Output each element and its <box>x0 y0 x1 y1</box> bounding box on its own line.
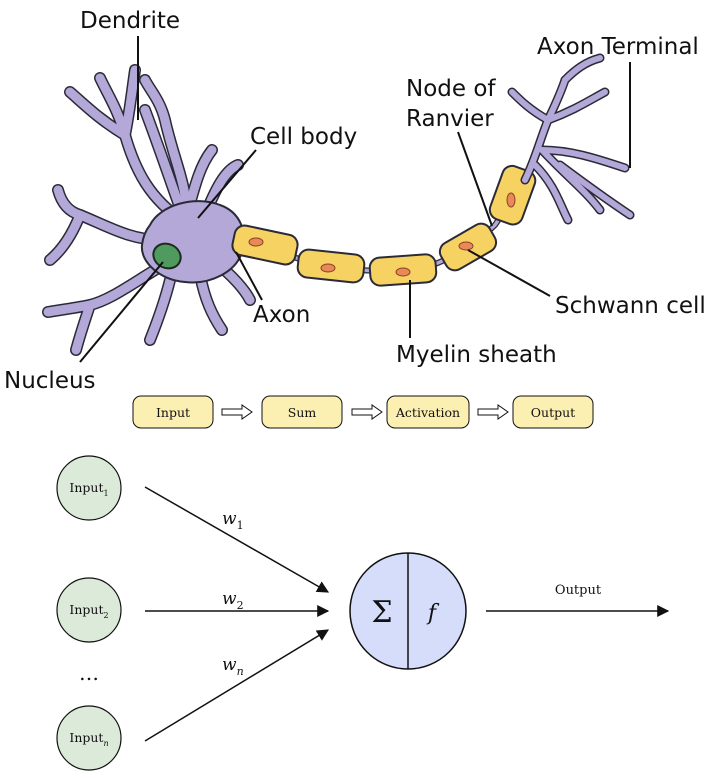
perceptron: Input1 Input2 … Inputn w1 w2 wn <box>56 455 670 771</box>
output-label: Output <box>555 583 602 598</box>
input-node-label: Input <box>69 602 103 617</box>
weight-label-2: w2 <box>222 589 244 612</box>
weight-label-1: w1 <box>222 509 244 532</box>
input-node-label: Input <box>69 480 103 495</box>
axon-terminal-label: Axon Terminal <box>537 34 699 60</box>
flow-step-label: Input <box>156 405 190 420</box>
weight-subscript: 1 <box>237 519 244 532</box>
node-of-ranvier-label-line2: Ranvier <box>406 106 494 132</box>
flow-pipeline: Input Sum Activation Output <box>132 395 594 429</box>
input-node-2: Input2 <box>56 577 122 643</box>
axon-terminal-branches <box>507 53 635 225</box>
myelin-segment <box>368 253 438 287</box>
axon-label: Axon <box>253 302 310 328</box>
input-node-subscript: 2 <box>103 611 108 620</box>
ellipsis: … <box>79 661 99 685</box>
weight-subscript: 2 <box>237 599 244 612</box>
input-node-subscript: n <box>103 739 108 748</box>
myelin-segment <box>231 224 299 266</box>
myelin-segment <box>438 222 498 272</box>
input-node-n: Inputn <box>56 705 122 771</box>
input-node-label: Input <box>69 730 103 745</box>
weight-symbol: w <box>222 655 237 675</box>
biological-neuron: Dendrite Cell body Axon Nucleus Node of … <box>4 8 706 394</box>
weight-edge-1 <box>144 486 330 593</box>
dendrite-label: Dendrite <box>80 8 180 34</box>
flow-step-label: Activation <box>395 405 460 420</box>
summation-activation-node: Σ f <box>349 552 467 670</box>
leader-lines <box>79 36 631 363</box>
sum-symbol: Σ <box>371 595 392 630</box>
flow-step-input: Input <box>132 395 214 429</box>
weight-symbol: w <box>222 589 237 609</box>
weight-label-n: wn <box>222 655 244 678</box>
svg-text:Input2: Input2 <box>69 602 108 620</box>
input-node-1: Input1 <box>56 455 122 521</box>
flow-arrow <box>477 404 509 420</box>
myelin-segment <box>296 248 366 284</box>
input-node-subscript: 1 <box>103 489 108 498</box>
dendrite-branches <box>42 64 256 356</box>
weight-edge-n <box>144 629 330 742</box>
flow-arrow <box>221 404 253 420</box>
svg-text:Inputn: Inputn <box>69 730 108 748</box>
weight-symbol: w <box>222 509 237 529</box>
flow-arrow <box>351 404 383 420</box>
flow-step-label: Sum <box>288 405 317 420</box>
cell-body-label: Cell body <box>250 124 357 150</box>
nucleus <box>152 242 182 270</box>
svg-text:Input1: Input1 <box>69 480 108 498</box>
flow-step-output: Output <box>512 395 594 429</box>
weight-subscript: n <box>237 665 244 678</box>
flow-step-activation: Activation <box>386 395 470 429</box>
schwann-cell-label: Schwann cell <box>555 293 706 319</box>
flow-step-label: Output <box>531 405 575 420</box>
node-of-ranvier-label-line1: Node of <box>406 76 496 102</box>
myelin-sheath-label: Myelin sheath <box>396 342 557 368</box>
nucleus-label: Nucleus <box>4 368 96 394</box>
flow-step-sum: Sum <box>261 395 343 429</box>
